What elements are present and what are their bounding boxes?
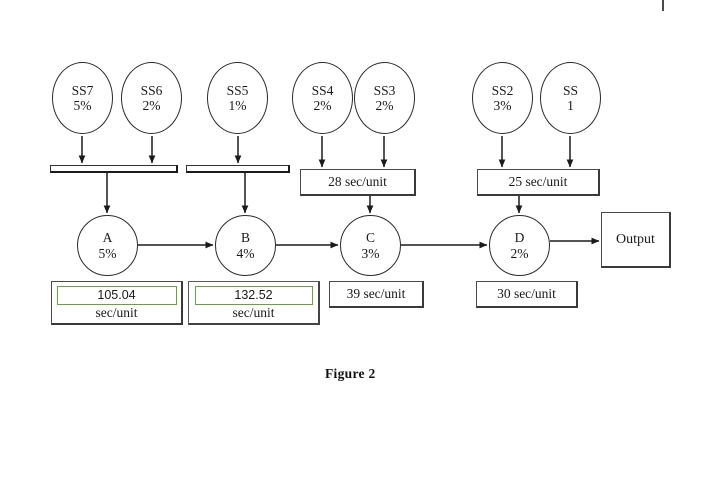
process-time-box-a[interactable]: 105.04 sec/unit bbox=[51, 281, 183, 325]
supplier-node-ss6[interactable]: SS6 2% bbox=[121, 62, 182, 134]
process-name: D bbox=[514, 229, 525, 245]
process-time-box-c[interactable]: 39 sec/unit bbox=[329, 281, 424, 308]
process-name: C bbox=[365, 229, 375, 245]
inventory-bar-right[interactable] bbox=[186, 165, 290, 173]
process-time-box-b[interactable]: 132.52 sec/unit bbox=[188, 281, 320, 325]
process-node-d[interactable]: D 2% bbox=[489, 215, 550, 276]
process-time-label: 30 sec/unit bbox=[497, 286, 556, 301]
supplier-name: SS bbox=[562, 82, 579, 98]
process-name: A bbox=[102, 229, 113, 245]
process-rate: 3% bbox=[361, 245, 380, 261]
upper-time-box-label: 25 sec/unit bbox=[508, 174, 568, 189]
process-time-unit: sec/unit bbox=[232, 305, 275, 321]
supplier-rate: 1% bbox=[228, 98, 247, 113]
upper-time-box-25[interactable]: 25 sec/unit bbox=[477, 169, 600, 196]
output-box[interactable]: Output bbox=[601, 212, 671, 268]
supplier-name: SS5 bbox=[226, 82, 249, 98]
process-time-value: 132.52 bbox=[234, 288, 273, 303]
supplier-rate: 2% bbox=[142, 98, 161, 113]
process-node-a[interactable]: A 5% bbox=[77, 215, 138, 276]
supplier-rate: 2% bbox=[313, 98, 332, 113]
supplier-name: SS7 bbox=[71, 82, 94, 98]
supplier-name: SS2 bbox=[491, 82, 514, 98]
process-time-value-field-b[interactable]: 132.52 bbox=[194, 286, 313, 305]
process-rate: 4% bbox=[236, 245, 255, 261]
supplier-node-ss3[interactable]: SS3 2% bbox=[354, 62, 415, 134]
supplier-rate: 1 bbox=[567, 98, 574, 113]
process-time-value: 105.04 bbox=[97, 288, 136, 303]
process-rate: 2% bbox=[510, 245, 529, 261]
process-time-label: 39 sec/unit bbox=[346, 286, 406, 301]
supplier-node-ss5[interactable]: SS5 1% bbox=[207, 62, 268, 134]
inventory-bar-left[interactable] bbox=[50, 165, 178, 173]
supplier-name: SS6 bbox=[140, 82, 163, 98]
process-node-b[interactable]: B 4% bbox=[215, 215, 276, 276]
process-time-value-field-a[interactable]: 105.04 bbox=[56, 286, 177, 305]
supplier-node-ss4[interactable]: SS4 2% bbox=[292, 62, 353, 134]
supplier-node-ss2[interactable]: SS2 3% bbox=[472, 62, 533, 134]
figure-caption: Figure 2 bbox=[325, 366, 376, 381]
supplier-name: SS3 bbox=[373, 82, 396, 98]
page-corner-tick-icon bbox=[662, 0, 664, 11]
supplier-rate: 3% bbox=[493, 98, 512, 113]
supplier-rate: 5% bbox=[73, 98, 92, 113]
supplier-name: SS4 bbox=[311, 82, 334, 98]
process-time-unit: sec/unit bbox=[95, 305, 138, 321]
supplier-node-ss1[interactable]: SS 1 bbox=[540, 62, 601, 134]
process-node-c[interactable]: C 3% bbox=[340, 215, 401, 276]
upper-time-box-label: 28 sec/unit bbox=[328, 174, 387, 189]
process-time-box-d[interactable]: 30 sec/unit bbox=[476, 281, 578, 308]
supplier-rate: 2% bbox=[375, 98, 394, 113]
process-rate: 5% bbox=[98, 245, 117, 261]
supplier-node-ss7[interactable]: SS7 5% bbox=[52, 62, 113, 134]
process-name: B bbox=[240, 229, 250, 245]
upper-time-box-28[interactable]: 28 sec/unit bbox=[300, 169, 416, 196]
output-label: Output bbox=[616, 231, 655, 247]
